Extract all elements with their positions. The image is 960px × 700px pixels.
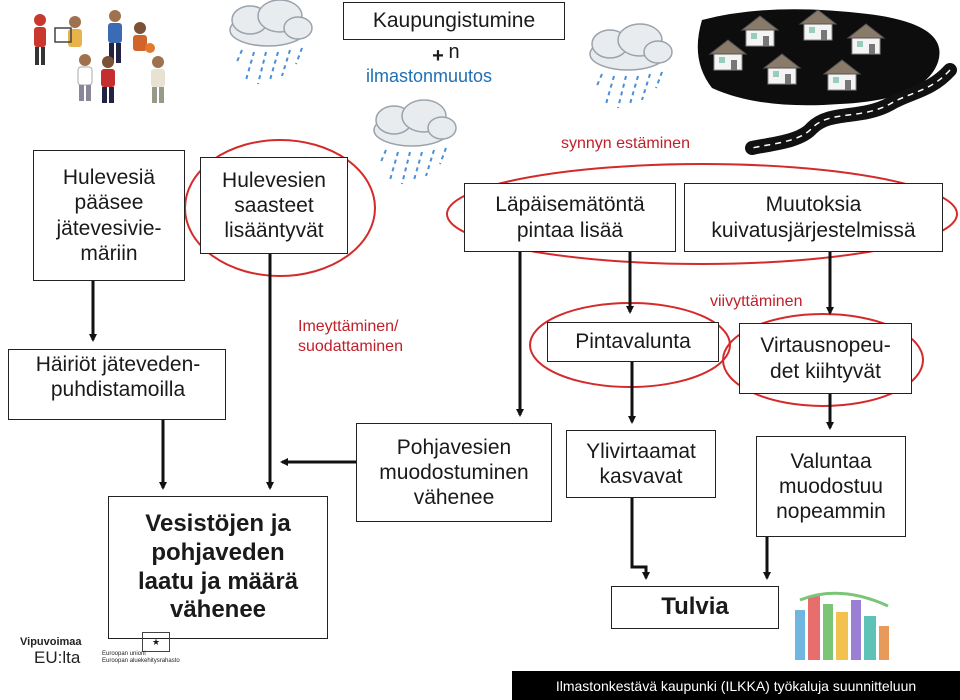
box-pohjavesien: Pohjavesien muodostuminen vähenee — [356, 423, 552, 522]
people-illustration — [34, 10, 165, 103]
title-n: n — [448, 41, 460, 63]
city-illustration — [795, 591, 889, 660]
road-illustration — [745, 63, 957, 155]
box-pintavalunta: Pintavalunta — [547, 322, 719, 362]
houses-illustration — [697, 9, 940, 106]
box-hulevesia: Hulevesiä pääsee jätevesivie- märiin — [33, 150, 185, 281]
title-line2: ilmastonmuutos — [366, 66, 493, 86]
eu-flag-icon: ★ — [142, 632, 170, 652]
box-vesistojen: Vesistöjen ja pohjaveden laatu ja määrä … — [108, 496, 328, 639]
box-ylivirtaamat: Ylivirtaamat kasvavat — [566, 430, 716, 498]
label-imeyttaminen: Imeyttäminen/ suodattaminen — [298, 318, 403, 355]
vipuvoimaa-logo: Vipuvoimaa EU:lta — [20, 636, 90, 676]
vipu-text-1: Vipuvoimaa — [20, 636, 82, 648]
eu-text-2: Euroopan aluekehitysrahasto — [102, 658, 180, 664]
eu-text-1: Euroopan unioni — [102, 651, 146, 657]
ellipse-pintaa — [446, 163, 958, 265]
box-saasteet: Hulevesien saasteet lisääntyvät — [200, 157, 348, 254]
text-hairiot: Häiriöt jäteveden- puhdistamoilla — [35, 353, 201, 402]
title-line1: Kaupungistumine — [372, 9, 536, 33]
box-hairiot — [8, 349, 226, 420]
footer-bar: Ilmastonkestävä kaupunki (ILKKA) työkalu… — [512, 671, 960, 700]
arrow-ylivirtaamat-tulvia — [630, 498, 650, 580]
ellipse-saasteet — [184, 139, 376, 277]
box-valuntaa: Valuntaa muodostuu nopeammin — [756, 436, 906, 537]
rain-cloud-3 — [589, 23, 673, 109]
footer-text: Ilmastonkestävä kaupunki (ILKKA) työkalu… — [555, 677, 917, 694]
title-box: Kaupungistumine — [343, 2, 565, 40]
eu-logo: ★ Euroopan unioni Euroopan aluekehitysra… — [102, 632, 182, 668]
ellipse-virtaus — [722, 313, 924, 407]
box-muutoksia: Muutoksia kuivatusjärjestelmissä — [684, 183, 943, 252]
box-tulvia: Tulvia — [611, 586, 779, 629]
vipu-text-2: EU:lta — [34, 648, 81, 667]
box-virtaus: Virtausnopeu- det kiihtyvät — [739, 323, 912, 394]
rain-cloud-1 — [229, 0, 313, 85]
title-plus: + — [432, 45, 444, 67]
box-lapaisematonta: Läpäisemätöntä pintaa lisää — [464, 183, 676, 252]
label-synnyn: synnyn estäminen — [561, 135, 690, 152]
label-viivyttaminen: viivyttäminen — [710, 293, 803, 310]
rain-cloud-2 — [373, 99, 457, 185]
